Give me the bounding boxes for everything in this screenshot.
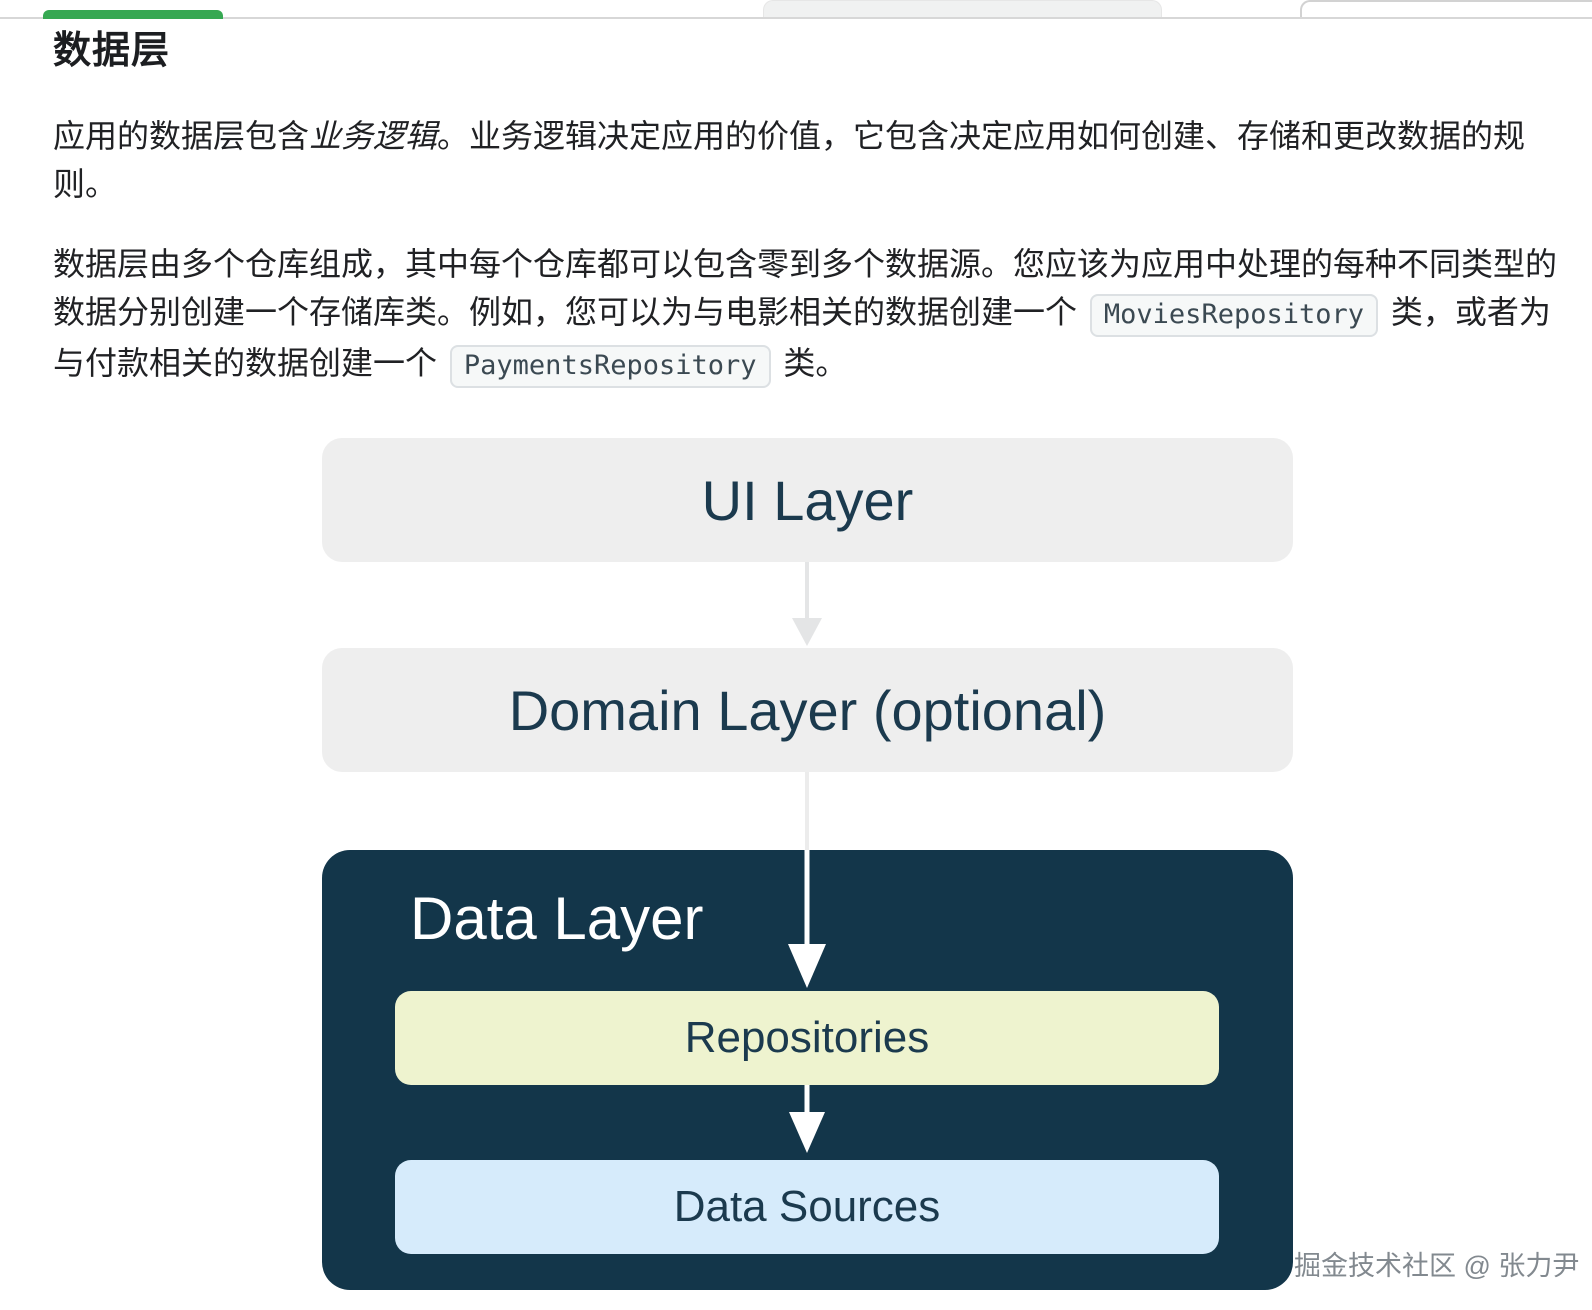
paragraph-intro: 应用的数据层包含业务逻辑。业务逻辑决定应用的价值，它包含决定应用如何创建、存储和… — [53, 112, 1563, 208]
emphasis-business-logic: 业务逻辑 — [309, 118, 438, 154]
top-hairline — [0, 17, 1592, 19]
ui-layer-box: UI Layer — [322, 438, 1293, 562]
repositories-label: Repositories — [684, 1013, 930, 1062]
text-run: 类。 — [774, 345, 848, 381]
text-run: 。业务逻辑决定应用的价值，它包含决定应用如何创建、存储和更改数据的规则。 — [53, 118, 1526, 202]
data-layer-box: Data Layer Repositories Data Sources — [322, 850, 1293, 1290]
text-run: 类，或者为与付款相关的数据创建一个 — [53, 294, 1551, 381]
data-sources-box: Data Sources — [395, 1160, 1219, 1254]
domain-layer-label: Domain Layer (optional) — [508, 678, 1107, 742]
domain-layer-box: Domain Layer (optional) — [322, 648, 1293, 772]
repositories-box: Repositories — [395, 991, 1219, 1085]
data-layer-label: Data Layer — [410, 885, 704, 952]
progress-indicator — [43, 10, 223, 19]
top-tab-partial[interactable] — [763, 0, 1162, 17]
watermark: 掘金技术社区 @ 张力尹 — [1294, 1251, 1580, 1281]
page-title: 数据层 — [53, 30, 171, 72]
code-movies-repository: MoviesRepository — [1089, 294, 1378, 337]
arrow-ui-to-domain — [792, 562, 822, 646]
top-panel-partial[interactable] — [1300, 0, 1592, 17]
text-run: 应用的数据层包含 — [53, 118, 310, 154]
ui-layer-label: UI Layer — [701, 468, 914, 532]
text-run: 数据层由多个仓库组成，其中每个仓库都可以包含零到多个数据源。您应该为应用中处理的… — [53, 246, 1558, 330]
data-sources-label: Data Sources — [673, 1182, 941, 1231]
paragraph-repositories: 数据层由多个仓库组成，其中每个仓库都可以包含零到多个数据源。您应该为应用中处理的… — [53, 240, 1563, 390]
code-payments-repository: PaymentsRepository — [449, 345, 771, 388]
